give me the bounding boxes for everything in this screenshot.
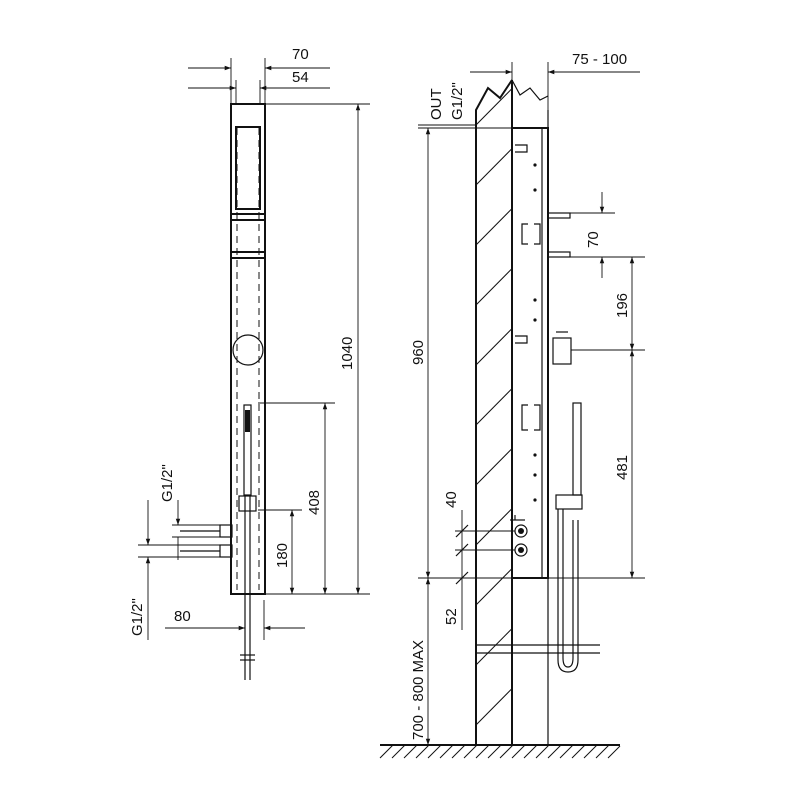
thermostat-block [552, 337, 572, 365]
hose-loop [557, 509, 579, 673]
dim-width-inner: 54 [292, 69, 309, 86]
dim-install-height: 700 - 800 MAX [410, 640, 427, 740]
hand-shower-side-icon [572, 402, 582, 496]
thermostat-knob-icon [232, 334, 264, 366]
label-outlet-thread: G1/2" [449, 82, 466, 120]
dim-valve-spacing: 40 [443, 491, 460, 508]
dim-upper-gap: 196 [614, 293, 631, 318]
dim-hand-shower-height: 408 [306, 490, 323, 515]
dim-nozzle-spacing: 70 [585, 231, 602, 248]
dim-thread-top: G1/2" [159, 464, 176, 502]
bracket-top [515, 144, 528, 153]
nozzle-pin-top [547, 212, 571, 219]
dim-base-offset: 52 [443, 608, 460, 625]
dim-width-outer: 70 [292, 46, 309, 63]
bracket-middle [515, 335, 528, 344]
front-view: 70 54 1040 408 180 G1/2" G1/2" 80 [129, 46, 370, 680]
fixing-clip-lower [521, 404, 541, 431]
dim-lower-gap: 481 [614, 455, 631, 480]
side-view: 75 - 100 OUT G1/2" 960 700 - 800 MAX 70 … [379, 51, 645, 759]
label-out: OUT [428, 88, 445, 120]
fixing-clip-upper [521, 223, 541, 245]
shower-head-outline [235, 126, 261, 210]
dim-height-total: 1040 [339, 337, 356, 370]
dim-wall-distance: 75 - 100 [572, 51, 627, 68]
dim-outlet-height: 180 [274, 543, 291, 568]
hand-shower-icon [243, 404, 252, 496]
nozzle-pin-bottom [547, 251, 571, 258]
floor-hatching [379, 744, 621, 759]
wall-outline [475, 79, 513, 745]
dim-total-height: 960 [410, 340, 427, 365]
front-panel-body [230, 103, 266, 595]
dim-thread-bottom: G1/2" [129, 598, 146, 636]
dim-pipe-offset: 80 [174, 608, 191, 625]
